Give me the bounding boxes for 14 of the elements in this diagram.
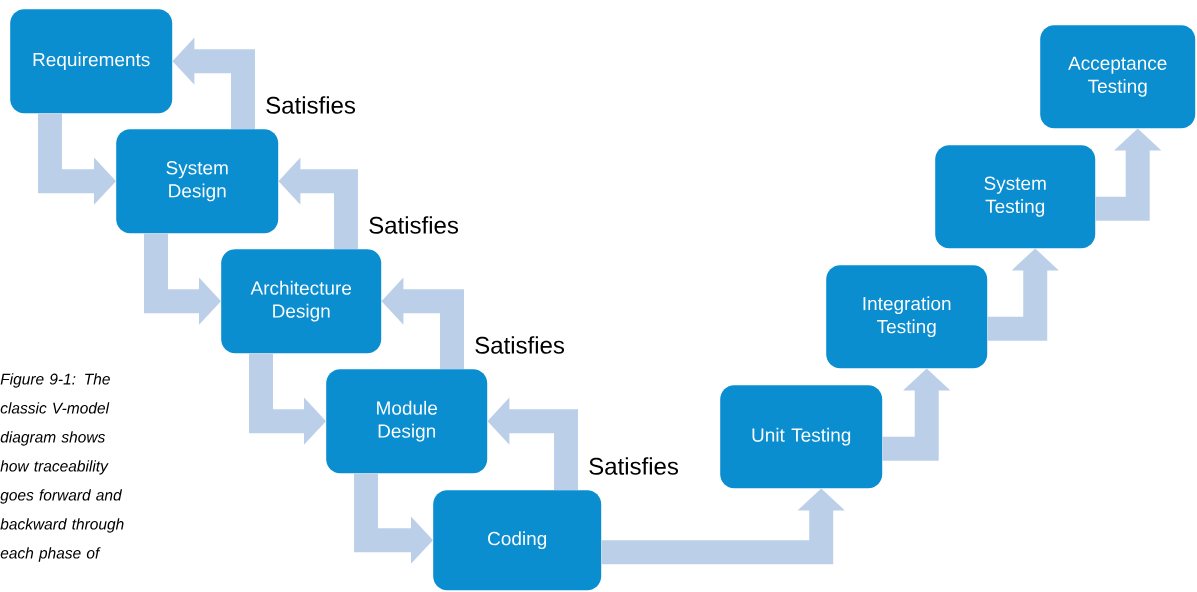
process-box: Requirements (10, 9, 173, 114)
edge-label: Satisfies (263, 94, 358, 116)
process-box: Unit Testing (720, 385, 883, 489)
process-box: Acceptance Testing (1040, 25, 1196, 129)
edge-label: Satisfies (472, 334, 567, 356)
process-box: System Testing (935, 145, 1096, 249)
edge-label: Satisfies (586, 455, 681, 477)
process-box: Integration Testing (826, 265, 988, 369)
figure-caption: Figure 9-1: The classic V-model diagram shows how traceability goes forward and backward through each phase of (0, 373, 124, 562)
process-box: Architecture Design (221, 249, 382, 354)
process-box: Coding (433, 490, 602, 591)
edge-label: Satisfies (366, 214, 461, 236)
process-box: System Design (116, 129, 279, 234)
process-box: Module Design (326, 369, 488, 474)
